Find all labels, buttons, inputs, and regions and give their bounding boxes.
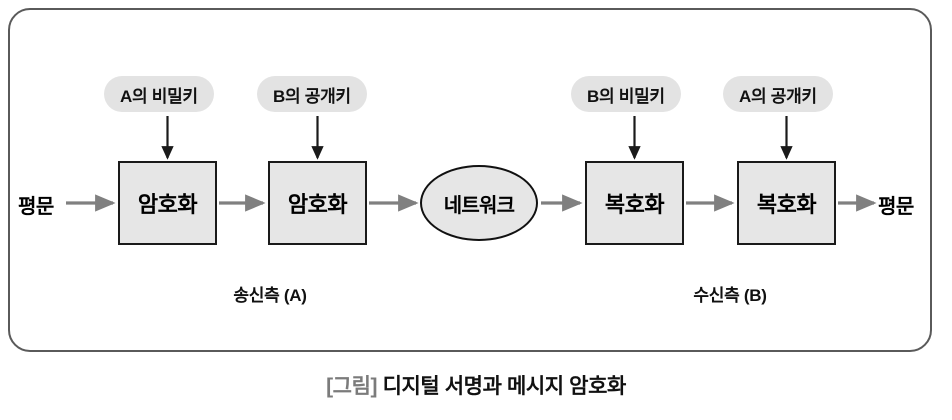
node-decrypt-1[interactable]: 복호화 [585,161,684,245]
group-label-receiver: 수신측 (B) [693,286,767,305]
node-encrypt-2[interactable]: 암호화 [268,161,367,245]
key-pill-a-public[interactable]: A의 공개키 [723,76,833,112]
caption-title: 디지털 서명과 메시지 암호화 [382,375,627,398]
label-plaintext-output: 평문 [878,196,914,218]
group-label-sender: 송신측 (A) [233,286,307,305]
caption-tag: [그림] [326,375,378,398]
label-plaintext-input: 평문 [18,196,54,218]
key-pill-a-private[interactable]: A의 비밀키 [104,76,214,112]
node-encrypt-1[interactable]: 암호화 [118,161,217,245]
node-network[interactable]: 네트워크 [420,165,538,241]
node-decrypt-2[interactable]: 복호화 [737,161,836,245]
key-pill-b-private[interactable]: B의 비밀키 [571,76,681,112]
figure-caption: [그림] 디지털 서명과 메시지 암호화 [0,370,952,400]
key-pill-b-public[interactable]: B의 공개키 [257,76,367,112]
